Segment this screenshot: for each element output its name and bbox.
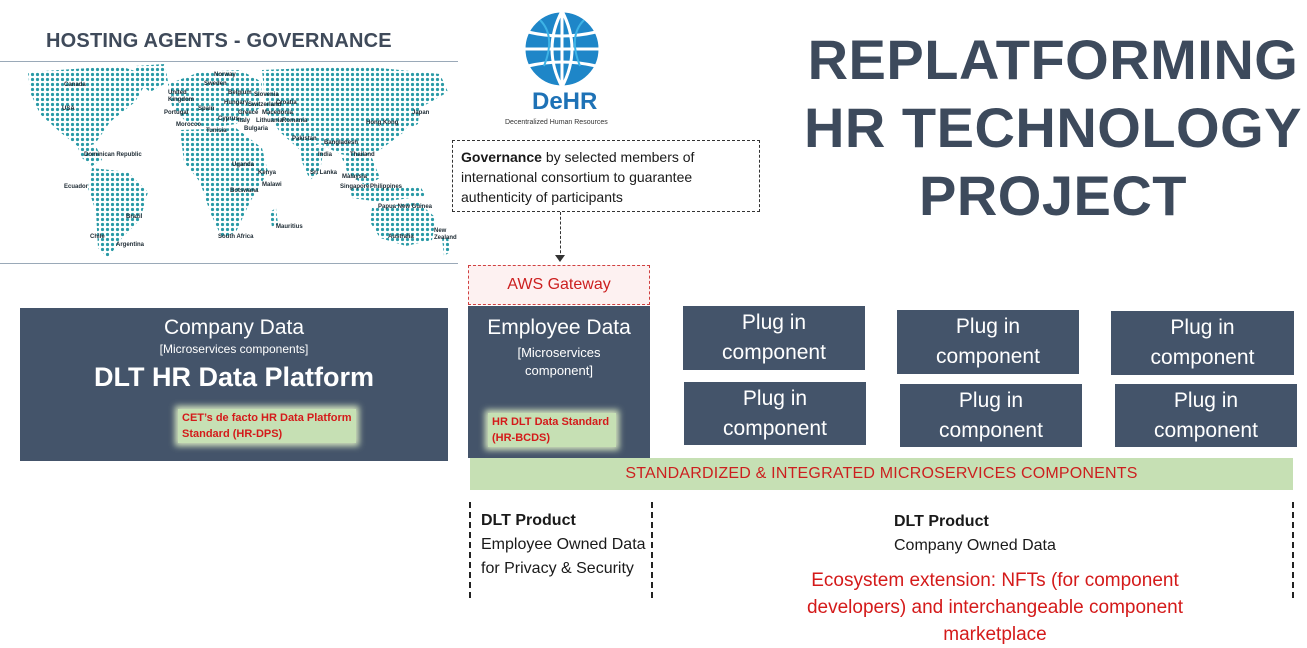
country-label: Papua New Guinea [378,204,433,210]
country-label: Malawi [262,182,282,188]
country-label: Switzerland [248,102,282,108]
plugin-label: Plug in component [722,311,826,364]
logo-name: DeHR [532,88,598,115]
country-label: South Africa [218,234,254,240]
country-label: United Kingdom [168,90,194,103]
country-label: Uganda [232,162,255,168]
product-employee: DLT Product Employee Owned Data for Priv… [481,509,651,581]
country-label: Hungary [224,100,249,106]
plugin-component: Plug in component [1111,311,1294,375]
plugin-label: Plug in component [939,388,1043,442]
country-label: Belgium [228,90,252,96]
country-label: USA [62,106,75,112]
country-label: Australia [388,234,414,240]
plugin-label: Plug in component [936,315,1040,368]
country-label: Tunisia [206,128,227,134]
ecosystem-extension: Ecosystem extension: NFTs (for component… [806,570,1184,645]
company-data-box: Company Data [Microservices components] … [20,308,448,461]
country-label: Botswana [230,188,259,194]
globe-icon [504,6,628,130]
country-label: Romania [282,118,308,124]
country-label: Greece [238,110,259,116]
title-line: PROJECT [919,164,1187,227]
country-label: Slovenia [254,92,279,98]
country-label: Philippines [370,184,403,190]
arrow-down-icon [555,255,565,262]
country-label: Norway [214,72,236,78]
country-label: Pakistan [292,136,317,142]
country-label: Argentina [116,242,145,248]
country-label: Cyprus [218,116,239,122]
country-label: Macedonia [262,110,294,116]
logo-subtitle: Decentralized Human Resources [505,119,608,126]
plugin-label: Plug in component [1150,316,1255,369]
country-label: Brazil [126,214,143,220]
country-label: Bulgaria [244,126,269,132]
aws-gateway: AWS Gateway [468,265,650,305]
title-line: HR TECHNOLOGY [803,96,1303,159]
title-line: REPLATFORMING [807,28,1299,91]
country-label: Singapore [340,184,370,190]
country-label: Bangladesh [324,140,359,146]
country-label: New Zealand [434,228,457,241]
standard-badge: HR DLT Data Standard (HR-BCDS) [488,413,616,447]
world-map: Canada USA Dominican Republic Ecuador Br… [0,62,458,263]
platform-name: DLT HR Data Platform [93,362,375,392]
country-label: Hong Kong [366,120,399,126]
country-label: Croatia [276,100,297,106]
governance-text: by selected members of international con… [461,149,695,205]
standard-badge: CET’s de facto HR Data Platform Standard… [178,409,356,443]
plugin-component: Plug in component [900,384,1082,447]
product-text: Company Owned Data [894,537,1056,554]
plugin-component: Plug in component [897,310,1079,374]
product-title: DLT Product [894,513,989,530]
country-label: Portugal [164,110,189,116]
product-title: DLT Product [481,512,576,529]
governance-box: Governance by selected members of intern… [452,140,760,212]
dashed-divider [1292,502,1294,598]
plugin-component: Plug in component [683,306,865,370]
governance-connector [560,212,561,258]
employee-data-box: Employee Data [Microservices component] … [468,306,650,458]
dashed-divider [651,502,653,598]
microservices-band: STANDARDIZED & INTEGRATED MICROSERVICES … [470,458,1293,490]
country-label: Kenya [258,170,277,176]
country-label: Ecuador [64,184,89,190]
employee-title: Employee Data [487,316,631,339]
product-company: DLT Product Company Owned Data [894,510,1056,558]
page-title: REPLATFORMING HR TECHNOLOGY PROJECT [800,26,1306,230]
plugin-label: Plug in component [723,386,827,440]
company-title: Company Data [163,316,305,339]
country-label: Malaysia [342,174,368,180]
plugin-label: Plug in component [1154,388,1258,442]
country-label: Sweden [204,81,227,87]
country-label: Canada [64,82,86,88]
country-label: Thailand [350,152,375,158]
country-label: Spain [198,106,215,112]
company-subtitle: [Microservices components] [159,342,309,356]
country-label: Dominican Republic [84,152,142,158]
country-label: India [318,152,333,158]
product-text: Employee Owned Data for Privacy & Securi… [481,536,646,577]
country-label: Italy [238,118,251,124]
country-label: Lithuania [256,118,283,124]
map-top-rule [0,61,458,62]
governance-bold: Governance [461,149,542,165]
country-label: Morocco [176,122,202,128]
country-label: Sri Lanka [310,170,338,176]
country-label: Mauritius [276,224,303,230]
plugin-component: Plug in component [1115,384,1297,447]
map-bottom-rule [0,263,458,264]
dashed-divider [469,502,471,598]
country-label: Chile [90,234,105,240]
country-label: Japan [412,110,430,116]
map-title: HOSTING AGENTS - GOVERNANCE [46,30,392,52]
plugin-component: Plug in component [684,382,866,445]
world-map-dots [28,64,450,258]
employee-subtitle: [Microservices component] [517,345,601,378]
